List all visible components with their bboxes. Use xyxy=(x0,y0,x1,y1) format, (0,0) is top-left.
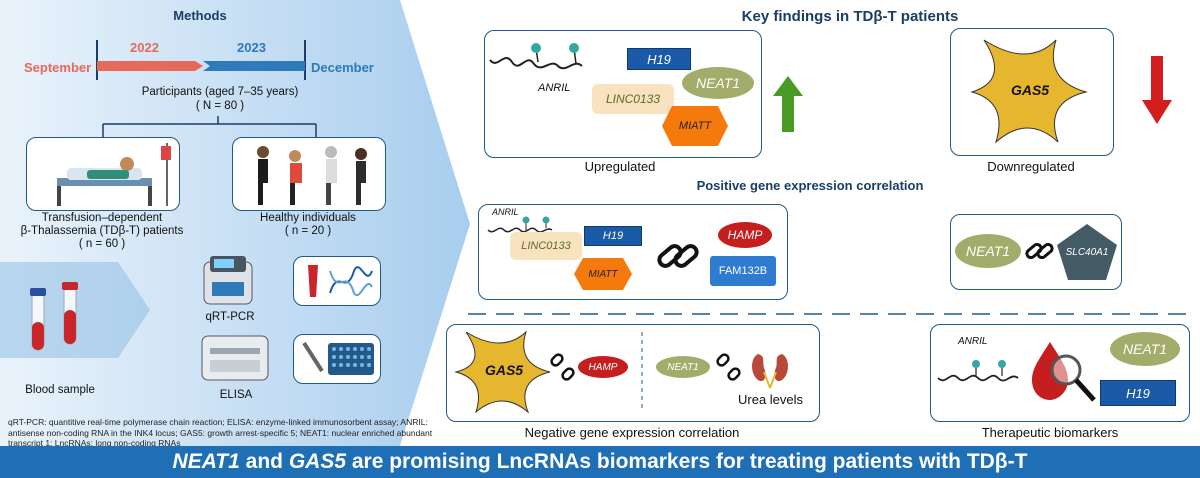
exercising-people-icon xyxy=(257,146,367,205)
hamp-gene-neg: HAMP xyxy=(578,356,628,378)
year-2022: 2022 xyxy=(130,40,159,55)
pipette-plate-frame xyxy=(293,334,381,384)
patient-image-frame xyxy=(26,137,180,211)
group2-line1: Healthy individuals xyxy=(260,212,356,224)
negative-divider xyxy=(641,332,643,412)
miatt-hexagon-pos xyxy=(574,258,632,290)
anril-label-pos: ANRIL xyxy=(492,207,519,217)
blood-sample-label: Blood sample xyxy=(25,384,95,396)
hospital-bed-icon xyxy=(57,143,171,206)
hamp-gene-pos: HAMP xyxy=(718,222,772,248)
broken-chain-icon-2 xyxy=(716,353,741,381)
therapeutic-label: Therapeutic biomarkers xyxy=(981,425,1119,440)
kidney-icon xyxy=(752,354,788,389)
broken-chain-icon xyxy=(550,353,575,381)
dna-tube-frame xyxy=(293,256,381,306)
linc0133-gene-up: LINC0133 xyxy=(592,84,674,114)
anril-rna-strand-ther-icon xyxy=(937,360,1019,382)
banner-rest: are promising LncRNAs biomarkers for tre… xyxy=(346,450,1028,473)
healthy-image-frame xyxy=(232,137,386,211)
chain-link-icon-2 xyxy=(1025,242,1054,260)
banner-gas5: GAS5 xyxy=(288,450,347,473)
gas5-gene-neg: GAS5 xyxy=(484,362,524,378)
elisa-label: ELISA xyxy=(219,389,253,401)
year-2023: 2023 xyxy=(237,40,266,55)
group1-line2: β-Thalassemia (TDβ-T) patients xyxy=(20,225,184,237)
gas5-gene-down: GAS5 xyxy=(1010,82,1050,98)
conclusion-banner: NEAT1 and GAS5 are promising LncRNAs bio… xyxy=(0,446,1200,478)
neat1-gene-ther: NEAT1 xyxy=(1110,332,1180,366)
group2-line2: ( n = 20 ) xyxy=(284,225,332,237)
chain-link-icon xyxy=(657,244,699,268)
downregulated-label: Downregulated xyxy=(987,159,1075,174)
upregulated-label: Upregulated xyxy=(584,159,656,174)
positive-correlation-title: Positive gene expression correlation xyxy=(696,178,924,193)
gas5-star-shape xyxy=(970,39,1088,144)
anril-rna-strand-small-icon xyxy=(487,216,553,233)
qrtpcr-machine-icon xyxy=(203,256,253,305)
blood-tube-icon xyxy=(30,282,78,351)
dna-helix-icon xyxy=(308,265,373,297)
timeline-segment-2022 xyxy=(97,61,203,71)
qrtpcr-label: qRT-PCR xyxy=(205,311,255,323)
month-end: December xyxy=(311,60,374,75)
month-start: September xyxy=(24,60,92,75)
neat1-gene-up: NEAT1 xyxy=(682,67,754,99)
miatt-gene-up: MIATT xyxy=(678,120,712,132)
miatt-hexagon xyxy=(662,106,728,146)
fam132b-gene-pos: FAM132B xyxy=(710,256,776,286)
participant-split-tree xyxy=(102,116,317,138)
timeline-segment-2023 xyxy=(203,61,305,71)
neat1-gene-neg: NEAT1 xyxy=(656,356,710,378)
pipette-plate-icon xyxy=(302,341,374,375)
elisa-machine-icon xyxy=(201,335,269,381)
methods-title: Methods xyxy=(173,8,227,23)
h19-gene-up: H19 xyxy=(627,48,691,70)
h19-gene-ther: H19 xyxy=(1100,380,1176,406)
blood-drop-magnifier-icon xyxy=(1032,342,1096,402)
anril-label-ther: ANRIL xyxy=(958,336,988,347)
down-arrow-icon xyxy=(1142,56,1172,124)
group1-line1: Transfusion–dependent xyxy=(41,212,163,224)
miatt-gene-pos: MIATT xyxy=(588,268,618,280)
group1-line3: ( n = 60 ) xyxy=(78,238,126,250)
h19-gene-pos: H19 xyxy=(584,226,642,246)
timeline xyxy=(96,40,306,80)
participants-line2: ( N = 80 ) xyxy=(195,100,245,112)
slc40a1-pentagon xyxy=(1057,224,1117,280)
urea-levels-label: Urea levels xyxy=(738,392,804,407)
banner-neat1: NEAT1 xyxy=(172,450,240,473)
participants-line1: Participants (aged 7–35 years) xyxy=(141,86,299,98)
abbreviation-footnote: qRT-PCR: quantitive real-time polymerase… xyxy=(8,417,433,448)
banner-and: and xyxy=(239,450,289,473)
neat1-gene-pos: NEAT1 xyxy=(955,234,1021,268)
anril-rna-strand-icon xyxy=(489,43,583,70)
slc40a1-gene-pos: SLC40A1 xyxy=(1065,246,1109,258)
negative-correlation-label: Negative gene expression correlation xyxy=(524,425,740,440)
gas5-star-shape-neg xyxy=(454,330,551,414)
up-arrow-icon xyxy=(773,76,803,132)
findings-title: Key findings in TDβ-T patients xyxy=(741,8,959,25)
anril-label-up: ANRIL xyxy=(538,82,571,94)
linc0133-gene-pos: LINC0133 xyxy=(510,232,582,260)
